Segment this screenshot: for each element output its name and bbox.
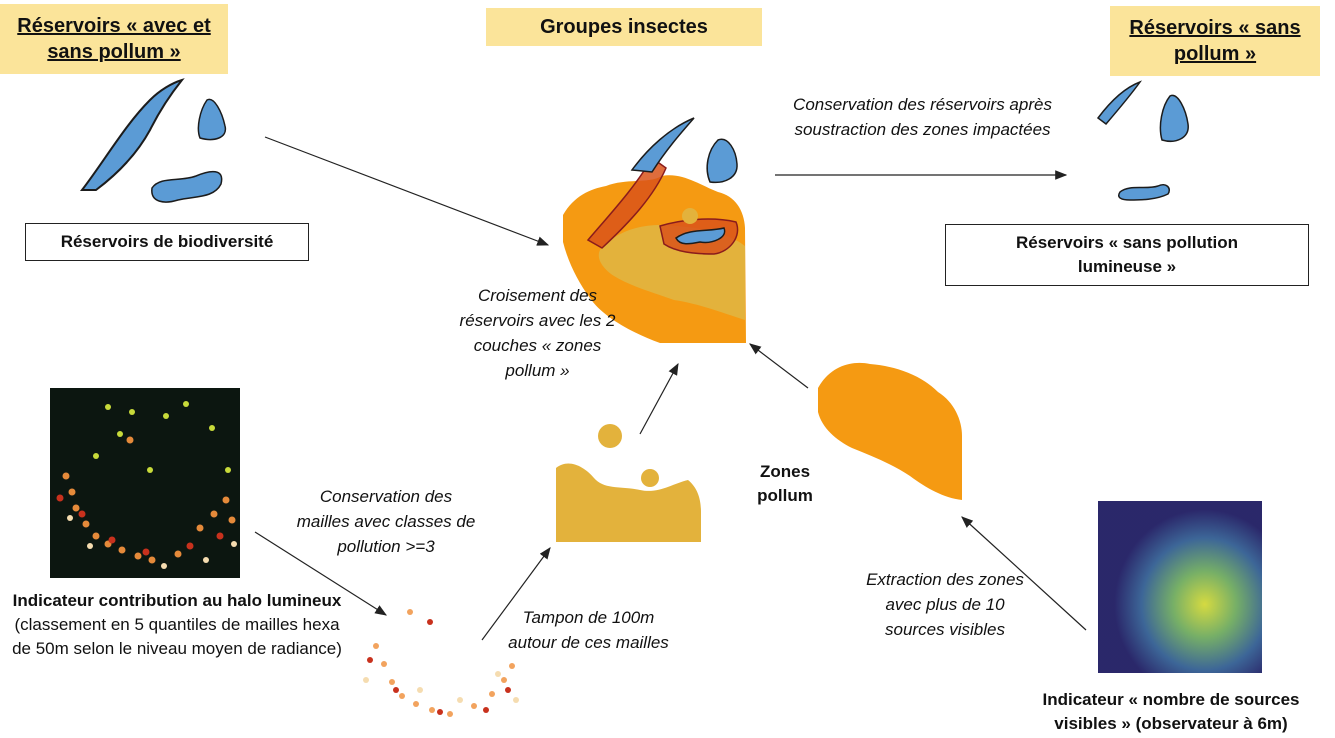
caption-halo-rest: (classement en 5 quantiles de mailles he… (12, 615, 342, 658)
zones-pollum-map (818, 362, 962, 500)
arrow-biodiv-to-intersection (264, 136, 550, 246)
caption-sources-bold: Indicateur « nombre de sources visibles … (1042, 690, 1300, 733)
tag-insect-groups: Groupes insectes (486, 8, 762, 46)
caption-halo: Indicateur contribution au halo lumineux… (12, 589, 342, 661)
intersection-map (563, 117, 746, 343)
caption-sources: Indicateur « nombre de sources visibles … (1016, 688, 1326, 736)
arrow-zones-to-intersection (749, 343, 809, 389)
label-zones-pollum: Zones pollum (757, 462, 813, 505)
selected-meshes-map (363, 609, 519, 717)
tag-reservoirs-without: Réservoirs « sans pollum » (1110, 6, 1320, 76)
buffer-map (556, 424, 701, 542)
box-reservoirs-without-pollution: Réservoirs « sans pollution lumineuse » (945, 224, 1309, 286)
note-extraction: Extraction des zones avec plus de 10 sou… (866, 570, 1024, 639)
tag-reservoirs-with-without: Réservoirs « avec et sans pollum » (0, 4, 228, 74)
arrow-buffer-to-intersection (639, 362, 679, 435)
halo-heatmap (50, 388, 240, 578)
note-conservation-reservoirs: Conservation des réservoirs après soustr… (793, 95, 1052, 139)
reservoirs-map-left (79, 78, 227, 203)
caption-sources-rest: (observateur à 6m) (1130, 714, 1288, 733)
box-biodiversity-reservoirs: Réservoirs de biodiversité (25, 223, 309, 261)
visible-sources-heatmap (1098, 501, 1262, 673)
note-croisement: Croisement des réservoirs avec les 2 cou… (459, 286, 616, 380)
note-conservation-mailles: Conservation des mailles avec classes de… (296, 487, 476, 556)
arrow-sources-to-zones (961, 516, 1087, 631)
arrow-halo-to-meshes (254, 531, 388, 616)
arrow-meshes-to-buffer (481, 547, 551, 641)
reservoirs-map-right (1096, 80, 1189, 201)
caption-halo-bold: Indicateur contribution au halo lumineux (12, 591, 342, 610)
note-tampon: Tampon de 100m autour de ces mailles (508, 608, 669, 652)
